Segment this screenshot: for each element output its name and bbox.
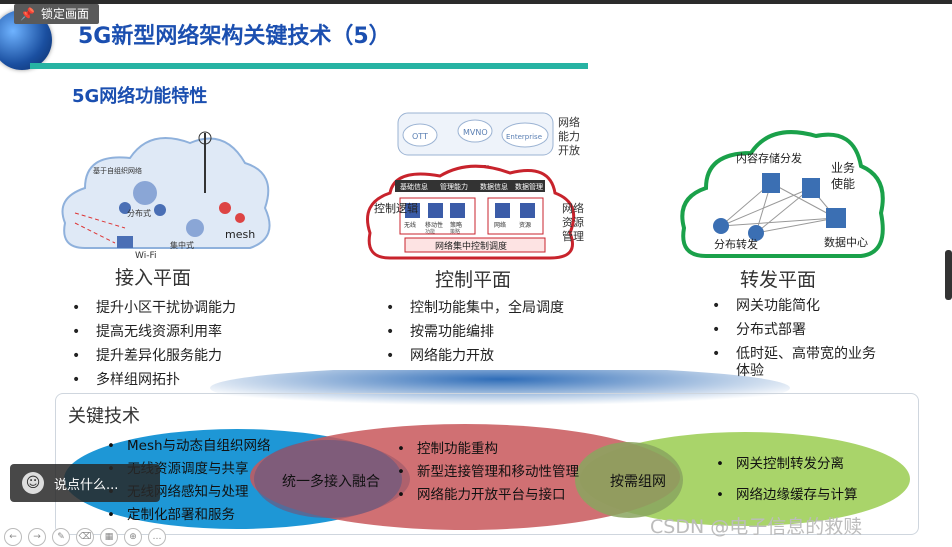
resource-label: 资源 <box>519 221 531 229</box>
control-plane-cloud: OTT MVNO Enterprise API 基础信息 管理能力 数据信息 数… <box>366 112 576 260</box>
left-overlap <box>254 440 402 518</box>
list-item: 定制化部署和服务 <box>105 507 271 524</box>
overlap-left-label: 统一多接入融合 <box>282 474 380 490</box>
centralized-label: 集中式 <box>170 240 194 250</box>
key-tech-title: 关键技术 <box>68 406 140 427</box>
mobility-label: 移动性 <box>425 221 443 229</box>
data-mgmt-label: 数据管理 <box>515 182 543 191</box>
mvno-label: MVNO <box>463 128 488 137</box>
business-enable-label: 业务使能 <box>831 161 856 191</box>
list-item: 多样组网拓扑 <box>68 372 236 389</box>
list-item: 按需功能编排 <box>382 324 572 341</box>
grid-icon[interactable]: ▦ <box>100 528 118 546</box>
funnel-shape <box>210 370 790 410</box>
content-cache-label: 内容存储分发 <box>736 151 802 165</box>
control-plane-label: 控制平面 <box>435 269 512 291</box>
ott-label: OTT <box>412 132 428 141</box>
wireless-label: 无线 <box>404 221 416 229</box>
sub-label-a: 功能 <box>425 228 435 235</box>
sub-label-b: 策略 <box>450 228 460 235</box>
comment-input-bar[interactable]: ☺ 说点什么... <box>10 464 160 502</box>
list-item: 提高无线资源利用率 <box>68 324 236 341</box>
policy-label: 策略 <box>450 221 462 229</box>
list-item: Mesh与动态自组织网络 <box>105 438 271 455</box>
list-item: 新型连接管理和移动性管理 <box>395 464 585 481</box>
comment-placeholder: 说点什么... <box>54 477 119 493</box>
control-plane-bullets: 控制功能集中，全局调度 按需功能编排 网络能力开放 <box>382 300 572 372</box>
watermark: CSDN @电子信息的救赎 <box>650 516 863 538</box>
slide-title: 5G新型网络架构关键技术（5） <box>78 24 391 49</box>
list-item: 网关控制转发分离 <box>714 456 858 473</box>
key-tech-right-list: 网关控制转发分离 网络边缘缓存与计算 <box>714 456 858 510</box>
list-item: 网络能力开放平台与接口 <box>395 487 585 504</box>
list-item: 低时延、高带宽的业务体验 <box>708 346 878 380</box>
pin-icon: 📌 <box>20 7 35 21</box>
list-item: 网络能力开放 <box>382 348 572 365</box>
data-center-label: 数据中心 <box>824 235 868 249</box>
title-underline <box>30 63 588 69</box>
wifi-label: Wi-Fi <box>135 251 156 261</box>
zoom-icon[interactable]: ⊕ <box>124 528 142 546</box>
mgmt-cap-label: 管理能力 <box>440 182 468 191</box>
distributed-fwd-label: 分布转发 <box>714 237 758 251</box>
forward-icon[interactable]: → <box>28 528 46 546</box>
basic-info-label: 基础信息 <box>400 182 428 191</box>
self-org-label: 基于自组织网络 <box>93 166 142 175</box>
scrollbar-thumb[interactable] <box>945 250 952 300</box>
lock-screen-button[interactable]: 📌 锁定画面 <box>14 4 99 24</box>
section-heading: 5G网络功能特性 <box>72 86 208 107</box>
back-icon[interactable]: ← <box>4 528 22 546</box>
list-item: 网关功能简化 <box>708 298 878 315</box>
network-res-mgmt-label: 网络资源管理 <box>562 202 584 243</box>
net-cap-open-label: 网络能力开放 <box>558 116 580 157</box>
forwarding-plane-cloud: 内容存储分发 分布转发 数据中心 <box>680 130 885 258</box>
ctrl-logic-label: 控制逻辑 <box>374 201 418 215</box>
list-item: 网络边缘缓存与计算 <box>714 487 858 504</box>
overlap-right-label: 按需组网 <box>610 474 666 490</box>
key-tech-middle-list: 控制功能重构 新型连接管理和移动性管理 网络能力开放平台与接口 <box>395 441 585 510</box>
pen-icon[interactable]: ✎ <box>52 528 70 546</box>
more-icon[interactable]: … <box>148 528 166 546</box>
forwarding-plane-bullets: 网关功能简化 分布式部署 低时延、高带宽的业务体验 <box>708 298 878 387</box>
list-item: 控制功能集中，全局调度 <box>382 300 572 317</box>
access-plane-bullets: 提升小区干扰协调能力 提高无线资源利用率 提升差异化服务能力 多样组网拓扑 <box>68 300 236 396</box>
mesh-label: mesh <box>225 228 255 241</box>
list-item: 控制功能重构 <box>395 441 585 458</box>
emoji-icon[interactable]: ☺ <box>22 472 44 494</box>
list-item: 提升小区干扰协调能力 <box>68 300 236 317</box>
right-overlap <box>575 442 683 518</box>
forwarding-plane-label: 转发平面 <box>740 269 817 291</box>
central-ctrl-label: 网络集中控制调度 <box>435 240 507 252</box>
top-strip <box>0 0 952 4</box>
access-plane-label: 接入平面 <box>115 267 192 289</box>
distributed-label: 分布式 <box>127 208 151 218</box>
eraser-icon[interactable]: ⌫ <box>76 528 94 546</box>
bottom-toolbar: ← → ✎ ⌫ ▦ ⊕ … <box>4 528 166 546</box>
network-label: 网络 <box>494 221 506 229</box>
list-item: 提升差异化服务能力 <box>68 348 236 365</box>
enterprise-label: Enterprise <box>506 133 542 141</box>
list-item: 分布式部署 <box>708 322 878 339</box>
data-info-label: 数据信息 <box>480 182 508 191</box>
lock-screen-label: 锁定画面 <box>40 7 89 21</box>
access-plane-cloud: 基于自组织网络 分布式 mesh 集中式 Wi-Fi <box>61 131 271 261</box>
